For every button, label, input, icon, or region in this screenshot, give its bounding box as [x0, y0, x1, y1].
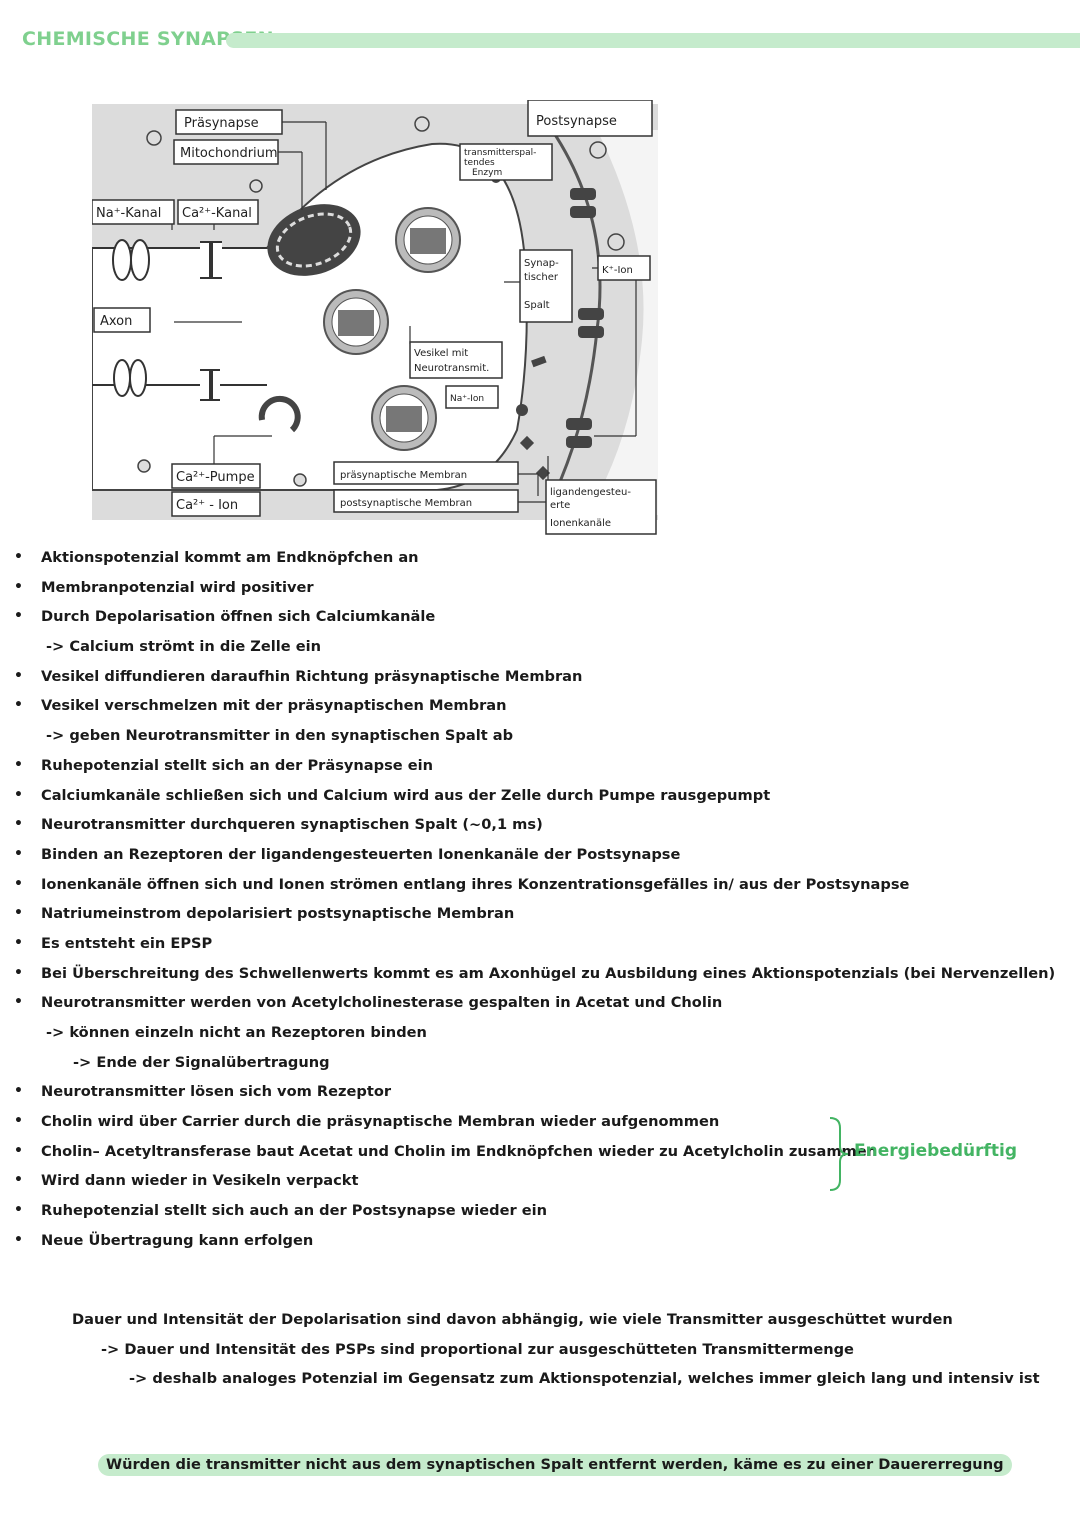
label-ca-ion: Ca²⁺ - Ion [176, 498, 238, 513]
label-box-praesyn-membran [333, 461, 519, 485]
label-spalt-3: Spalt [524, 300, 550, 311]
label-ca-kanal: Ca²⁺-Kanal [182, 206, 252, 221]
list-item: Binden an Rezeptoren der ligandengesteue… [14, 840, 1074, 870]
label-box-axon [93, 307, 151, 333]
label-box-mitochondrium [173, 139, 279, 165]
ions-in-cleft [491, 173, 551, 481]
vesicle-1 [395, 207, 461, 273]
label-box-postsyn-membran [333, 489, 519, 513]
label-ionenkanaele-2: erte [550, 500, 570, 511]
highlight-note: Würden die transmitter nicht aus dem syn… [98, 1454, 1012, 1476]
list-item: Wird dann wieder in Vesikeln verpackt [14, 1166, 1074, 1196]
list-subitem: -> geben Neurotransmitter in den synapti… [46, 727, 514, 745]
label-praesynapse: Präsynapse [184, 116, 259, 131]
label-box-k-ion [597, 255, 651, 281]
curly-brace-icon [829, 1117, 849, 1191]
page-title: CHEMISCHE SYNAPSEN [22, 28, 274, 50]
label-ca-pumpe: Ca²⁺-Pumpe [176, 470, 255, 485]
list-item: Neurotransmitter durchqueren synaptische… [14, 810, 1074, 840]
label-box-spalt [519, 249, 573, 323]
label-spalt-1: Synap- [524, 258, 559, 269]
ca-channel-shape [200, 241, 222, 279]
list-item: Vesikel verschmelzen mit der präsynaptis… [14, 691, 1074, 721]
list-item: Ruhepotenzial stellt sich auch an der Po… [14, 1196, 1074, 1226]
paragraph-line-1: Dauer und Intensität der Depolarisation … [72, 1311, 953, 1328]
label-axon: Axon [100, 314, 132, 329]
label-box-ca-kanal [177, 199, 259, 225]
list-item: Ionenkanäle öffnen sich und Ionen ströme… [14, 870, 1074, 900]
label-na-ion: Na⁺-Ion [450, 394, 484, 404]
process-steps-list: Aktionspotenzial kommt am Endknöpfchen a… [14, 543, 1074, 1256]
vesicle-3 [371, 385, 437, 451]
label-box-ca-pumpe [171, 463, 261, 489]
ligand-receptors [566, 188, 604, 448]
list-subitem: -> Calcium strömt in die Zelle ein [46, 638, 322, 656]
label-box-na-kanal [92, 199, 175, 225]
label-postsynapse: Postsynapse [536, 114, 617, 129]
label-box-postsynapse [527, 100, 653, 137]
label-enzym-3: Enzym [472, 168, 502, 178]
list-item: Es entsteht ein EPSP [14, 929, 1074, 959]
paragraph-line-3: -> deshalb analoges Potenzial im Gegensa… [129, 1370, 1040, 1387]
list-item: Calciumkanäle schließen sich und Calcium… [14, 781, 1074, 811]
label-box-ca-ion [171, 491, 261, 517]
label-box-vesikel [409, 341, 503, 379]
label-mitochondrium: Mitochondrium [180, 146, 278, 161]
list-item: Bei Überschreitung des Schwellenwerts ko… [14, 959, 1074, 989]
label-box-enzym [459, 143, 553, 181]
list-subitem: -> Ende der Signalübertragung [73, 1053, 330, 1071]
label-box-praesynapse [175, 109, 283, 135]
list-item: Durch Depolarisation öffnen sich Calcium… [14, 602, 1074, 632]
page-header: CHEMISCHE SYNAPSEN [22, 28, 1080, 54]
label-ionenkanaele-3: Ionenkanäle [550, 518, 611, 529]
list-item: Neue Übertragung kann erfolgen [14, 1226, 1074, 1256]
list-item: Natriumeinstrom depolarisiert postsynapt… [14, 899, 1074, 929]
label-postsyn-membran: postsynaptische Membran [340, 498, 472, 509]
title-bar-decoration [226, 33, 1080, 48]
mitochondrium-shape [267, 204, 361, 276]
label-box-ionenkanaele [545, 479, 657, 535]
list-item: Cholin– Acetyltransferase baut Acetat un… [14, 1137, 1074, 1167]
label-vesikel-1: Vesikel mit [414, 348, 468, 359]
label-ionenkanaele-1: ligandengesteu- [550, 487, 631, 498]
list-item: Neurotransmitter werden von Acetylcholin… [14, 988, 1074, 1018]
ca-pump-shape [258, 395, 301, 433]
list-item: Ruhepotenzial stellt sich an der Präsyna… [14, 751, 1074, 781]
postsynaptic-cell [587, 130, 658, 515]
vesicle-2 [323, 289, 389, 355]
small-ions [137, 116, 625, 487]
synapse-diagram-svg: Präsynapse Mitochondrium Postsynapse tra… [92, 100, 658, 535]
label-praesyn-membran: präsynaptische Membran [340, 470, 467, 481]
label-enzym-1: transmitterspal- [464, 148, 536, 158]
label-k-ion: K⁺-Ion [602, 265, 633, 276]
na-channel-shape [92, 239, 267, 281]
paragraph-line-2: -> Dauer und Intensität des PSPs sind pr… [101, 1341, 854, 1358]
list-item: Membranpotenzial wird positiver [14, 573, 1074, 603]
label-na-kanal: Na⁺-Kanal [96, 206, 161, 221]
synapse-diagram: Präsynapse Mitochondrium Postsynapse tra… [92, 100, 658, 540]
label-enzym-2: tendes [464, 158, 495, 168]
list-item: Neurotransmitter lösen sich vom Rezeptor [14, 1077, 1074, 1107]
label-spalt-2: tischer [524, 272, 559, 283]
label-vesikel-2: Neurotransmit. [414, 363, 489, 374]
list-subitem: -> können einzeln nicht an Rezeptoren bi… [46, 1024, 427, 1041]
list-item: Cholin wird über Carrier durch die präsy… [14, 1107, 1074, 1137]
energy-annotation: Energiebedürftig [854, 1141, 1018, 1161]
list-item: Aktionspotenzial kommt am Endknöpfchen a… [14, 543, 1074, 573]
label-box-na-ion [445, 385, 499, 409]
list-item: Vesikel diffundieren daraufhin Richtung … [14, 662, 1074, 692]
axon-lower-channels [92, 359, 267, 401]
